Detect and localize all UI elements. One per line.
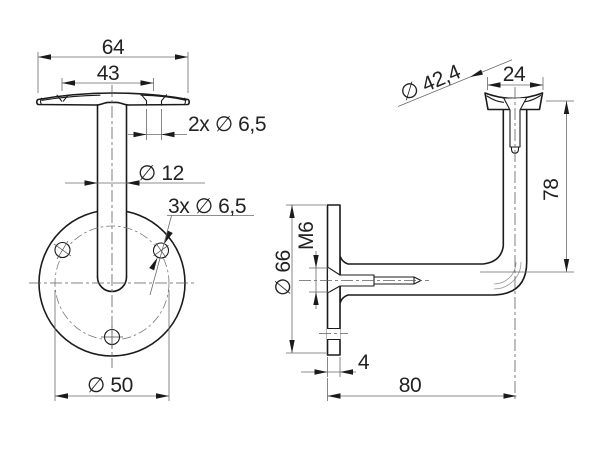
- dim-saddle-holes: 2x ∅ 6,5: [188, 113, 266, 136]
- plate-hole-mask: [327, 328, 341, 340]
- bend-line-inner: [493, 261, 517, 285]
- saddle-side-edge-left: [486, 95, 505, 103]
- saddle-side-edge-right: [523, 94, 542, 103]
- front-view-dimensions: 64 43 2x ∅ 6,5 ∅ 12 3x ∅ 6,5 ∅ 50: [37, 36, 267, 401]
- dim-thread: M6: [295, 222, 318, 250]
- saddle-right-tip-line: [183, 97, 186, 106]
- dim-arm-length: 80: [399, 374, 422, 397]
- dim-hole-spacing: 43: [97, 62, 120, 85]
- dim-plate-holes: 3x ∅ 6,5: [168, 195, 246, 218]
- hole-crosshair-tr: [153, 242, 169, 259]
- saddle-left-hole: [56, 94, 69, 102]
- saddle-screw: [503, 97, 528, 154]
- dim-rail-diameter: ∅ 42,4: [397, 60, 464, 105]
- bracket-body-mask: [340, 108, 527, 303]
- saddle-right-hole: [140, 94, 168, 106]
- dim-overall-width: 64: [102, 36, 125, 59]
- side-view-dimensions: ∅ 42,4 24 78 ∅ 66 M6 4 80: [272, 59, 574, 401]
- dim-plate-thickness: 4: [358, 351, 370, 374]
- hole-crosshair-tl: [53, 240, 72, 260]
- front-view: [29, 85, 196, 368]
- dim-saddle-width: 24: [503, 63, 526, 86]
- saddle-left-tip-line: [40, 97, 43, 106]
- bend-line-outer: [493, 261, 522, 290]
- plate-hole-side: [326, 327, 341, 341]
- dim-stem-diameter: ∅ 12: [138, 162, 184, 185]
- side-view: [299, 87, 544, 401]
- dim-bolt-circle: ∅ 50: [87, 374, 133, 397]
- saddle-edge-line-left: [41, 94, 101, 101]
- dim-height: 78: [540, 178, 563, 201]
- dim-plate-diameter: ∅ 66: [272, 250, 295, 296]
